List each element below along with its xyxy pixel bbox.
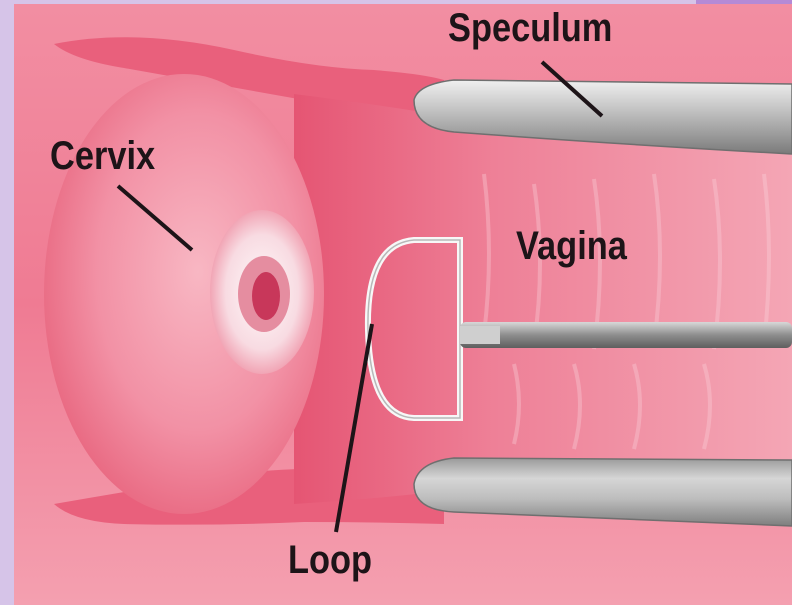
- loop-handle-tip: [460, 326, 500, 344]
- label-cervix: Cervix: [50, 136, 155, 176]
- anatomy-illustration: [14, 4, 792, 605]
- label-vagina: Vagina: [516, 226, 627, 266]
- loop-handle-rod: [460, 322, 792, 348]
- cervical-os-opening: [252, 272, 280, 320]
- label-speculum: Speculum: [448, 8, 612, 48]
- label-loop: Loop: [288, 540, 372, 580]
